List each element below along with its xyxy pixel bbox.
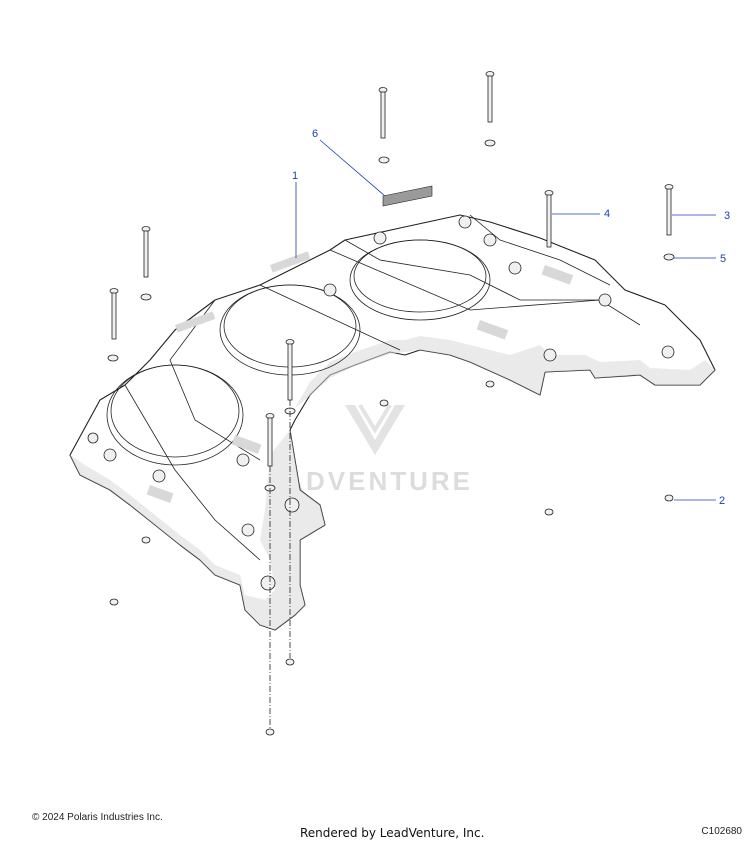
nuts: [109, 380, 674, 736]
callout-5: 5: [720, 253, 726, 265]
mounting-bosses: [87, 215, 675, 591]
bolt: [109, 288, 119, 340]
callout-1: 1: [292, 170, 298, 182]
leader-line-6: [319, 139, 386, 197]
callout-3: 3: [724, 210, 730, 222]
rendered-by-text: Rendered by LeadVenture, Inc.: [300, 826, 485, 840]
bolt: [378, 87, 388, 139]
bolts: [109, 71, 674, 467]
label-plate: [382, 185, 433, 207]
callout-2: 2: [719, 495, 725, 507]
bolt: [285, 339, 295, 401]
copyright-text: © 2024 Polaris Industries Inc.: [32, 812, 163, 823]
bolt: [485, 71, 495, 123]
rack-body: [69, 214, 716, 631]
bolt: [141, 226, 151, 278]
bolt: [664, 184, 674, 236]
washers: [107, 139, 675, 492]
bolt: [265, 413, 275, 467]
bolt: [544, 190, 554, 248]
callout-6: 6: [312, 128, 318, 140]
diagram-code: C102680: [701, 826, 742, 837]
callout-4: 4: [604, 208, 610, 220]
